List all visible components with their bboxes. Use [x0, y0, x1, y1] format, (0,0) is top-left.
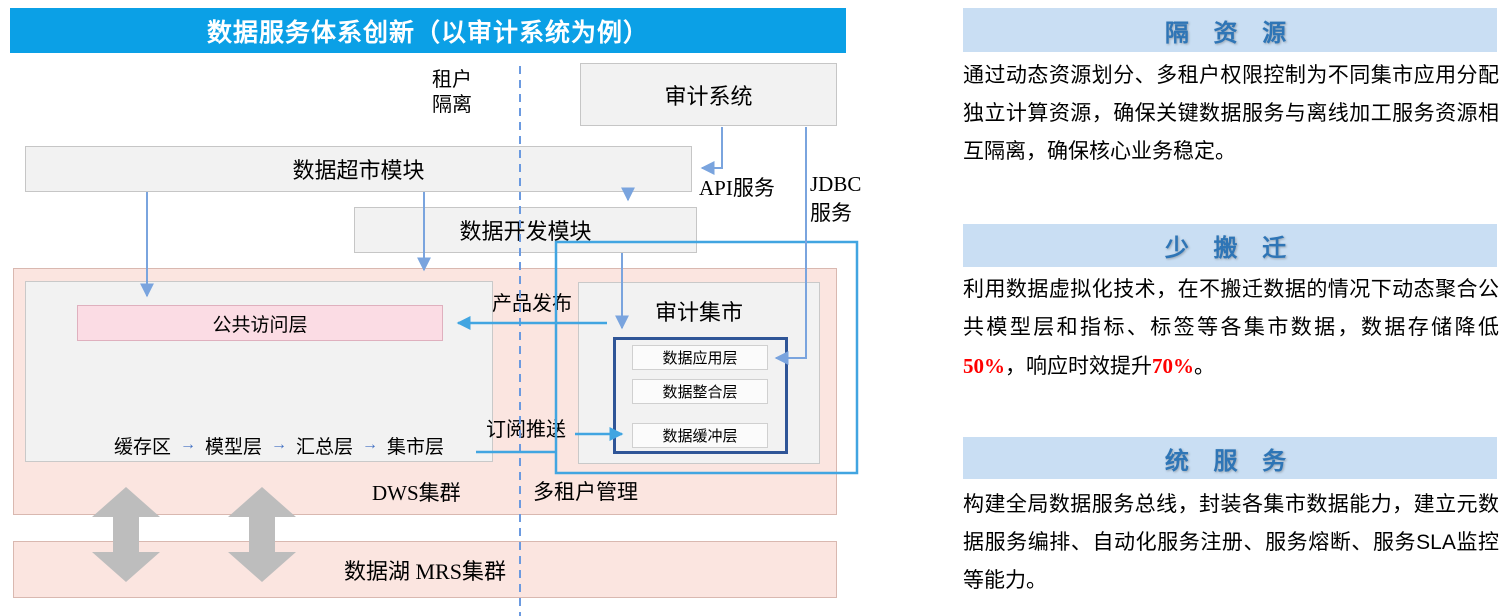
audit-system-box: 审计系统 [580, 63, 837, 126]
section-header-isolate-resources: 隔 资 源 [963, 8, 1497, 52]
section-header-less-migration: 少 搬 迁 [963, 224, 1497, 267]
diagram-title-bar: 数据服务体系创新（以审计系统为例） [10, 8, 846, 53]
public-access-layer-box: 公共访问层 [77, 305, 443, 341]
flow-arrow-icon: → [362, 436, 379, 453]
storage-reduction-value: 50% [963, 354, 1005, 378]
response-improvement-value: 70% [1152, 354, 1194, 378]
api-service-connector [700, 127, 723, 175]
data-dev-box: 数据开发模块 [354, 207, 697, 253]
data-buffer-layer-box: 数据缓冲层 [632, 423, 768, 448]
data-supermarket-box: 数据超市模块 [25, 146, 692, 192]
api-service-label: API服务 [699, 176, 775, 200]
section-body-isolate-resources: 通过动态资源划分、多租户权限控制为不同集市应用分配独立计算资源，确保关键数据服务… [963, 64, 1499, 163]
section-header-unified-services: 统 服 务 [963, 437, 1497, 479]
section-body-less-migration: 利用数据虚拟化技术，在不搬迁数据的情况下动态聚合公共模型层和指标、标签等各集市数… [963, 278, 1499, 378]
jdbc-service-label: JDBC 服务 [810, 172, 862, 225]
product-publish-label: 产品发布 [492, 293, 572, 315]
flow-arrow-icon: → [180, 436, 197, 453]
subscribe-push-label: 订阅推送 [486, 419, 566, 441]
flow-arrow-icon: → [271, 436, 288, 453]
multi-tenant-label: 多租户管理 [533, 481, 638, 504]
audit-mart-title: 审计集市 [654, 300, 743, 325]
dws-cluster-label: DWS集群 [372, 481, 461, 505]
data-integration-layer-box: 数据整合层 [632, 379, 768, 404]
diagram-title: 数据服务体系创新（以审计系统为例） [206, 18, 649, 47]
tenant-isolation-label: 租户 隔离 [432, 69, 472, 116]
data-app-layer-box: 数据应用层 [632, 345, 768, 370]
dws-layer-flow: 缓存区 → 模型层 → 汇总层 → 集市层 [114, 436, 445, 458]
data-lake-bar: 数据湖 MRS集群 [13, 541, 837, 598]
section-body-unified-services: 构建全局数据服务总线，封装各集市数据能力，建立元数据服务编排、自动化服务注册、服… [963, 493, 1499, 592]
